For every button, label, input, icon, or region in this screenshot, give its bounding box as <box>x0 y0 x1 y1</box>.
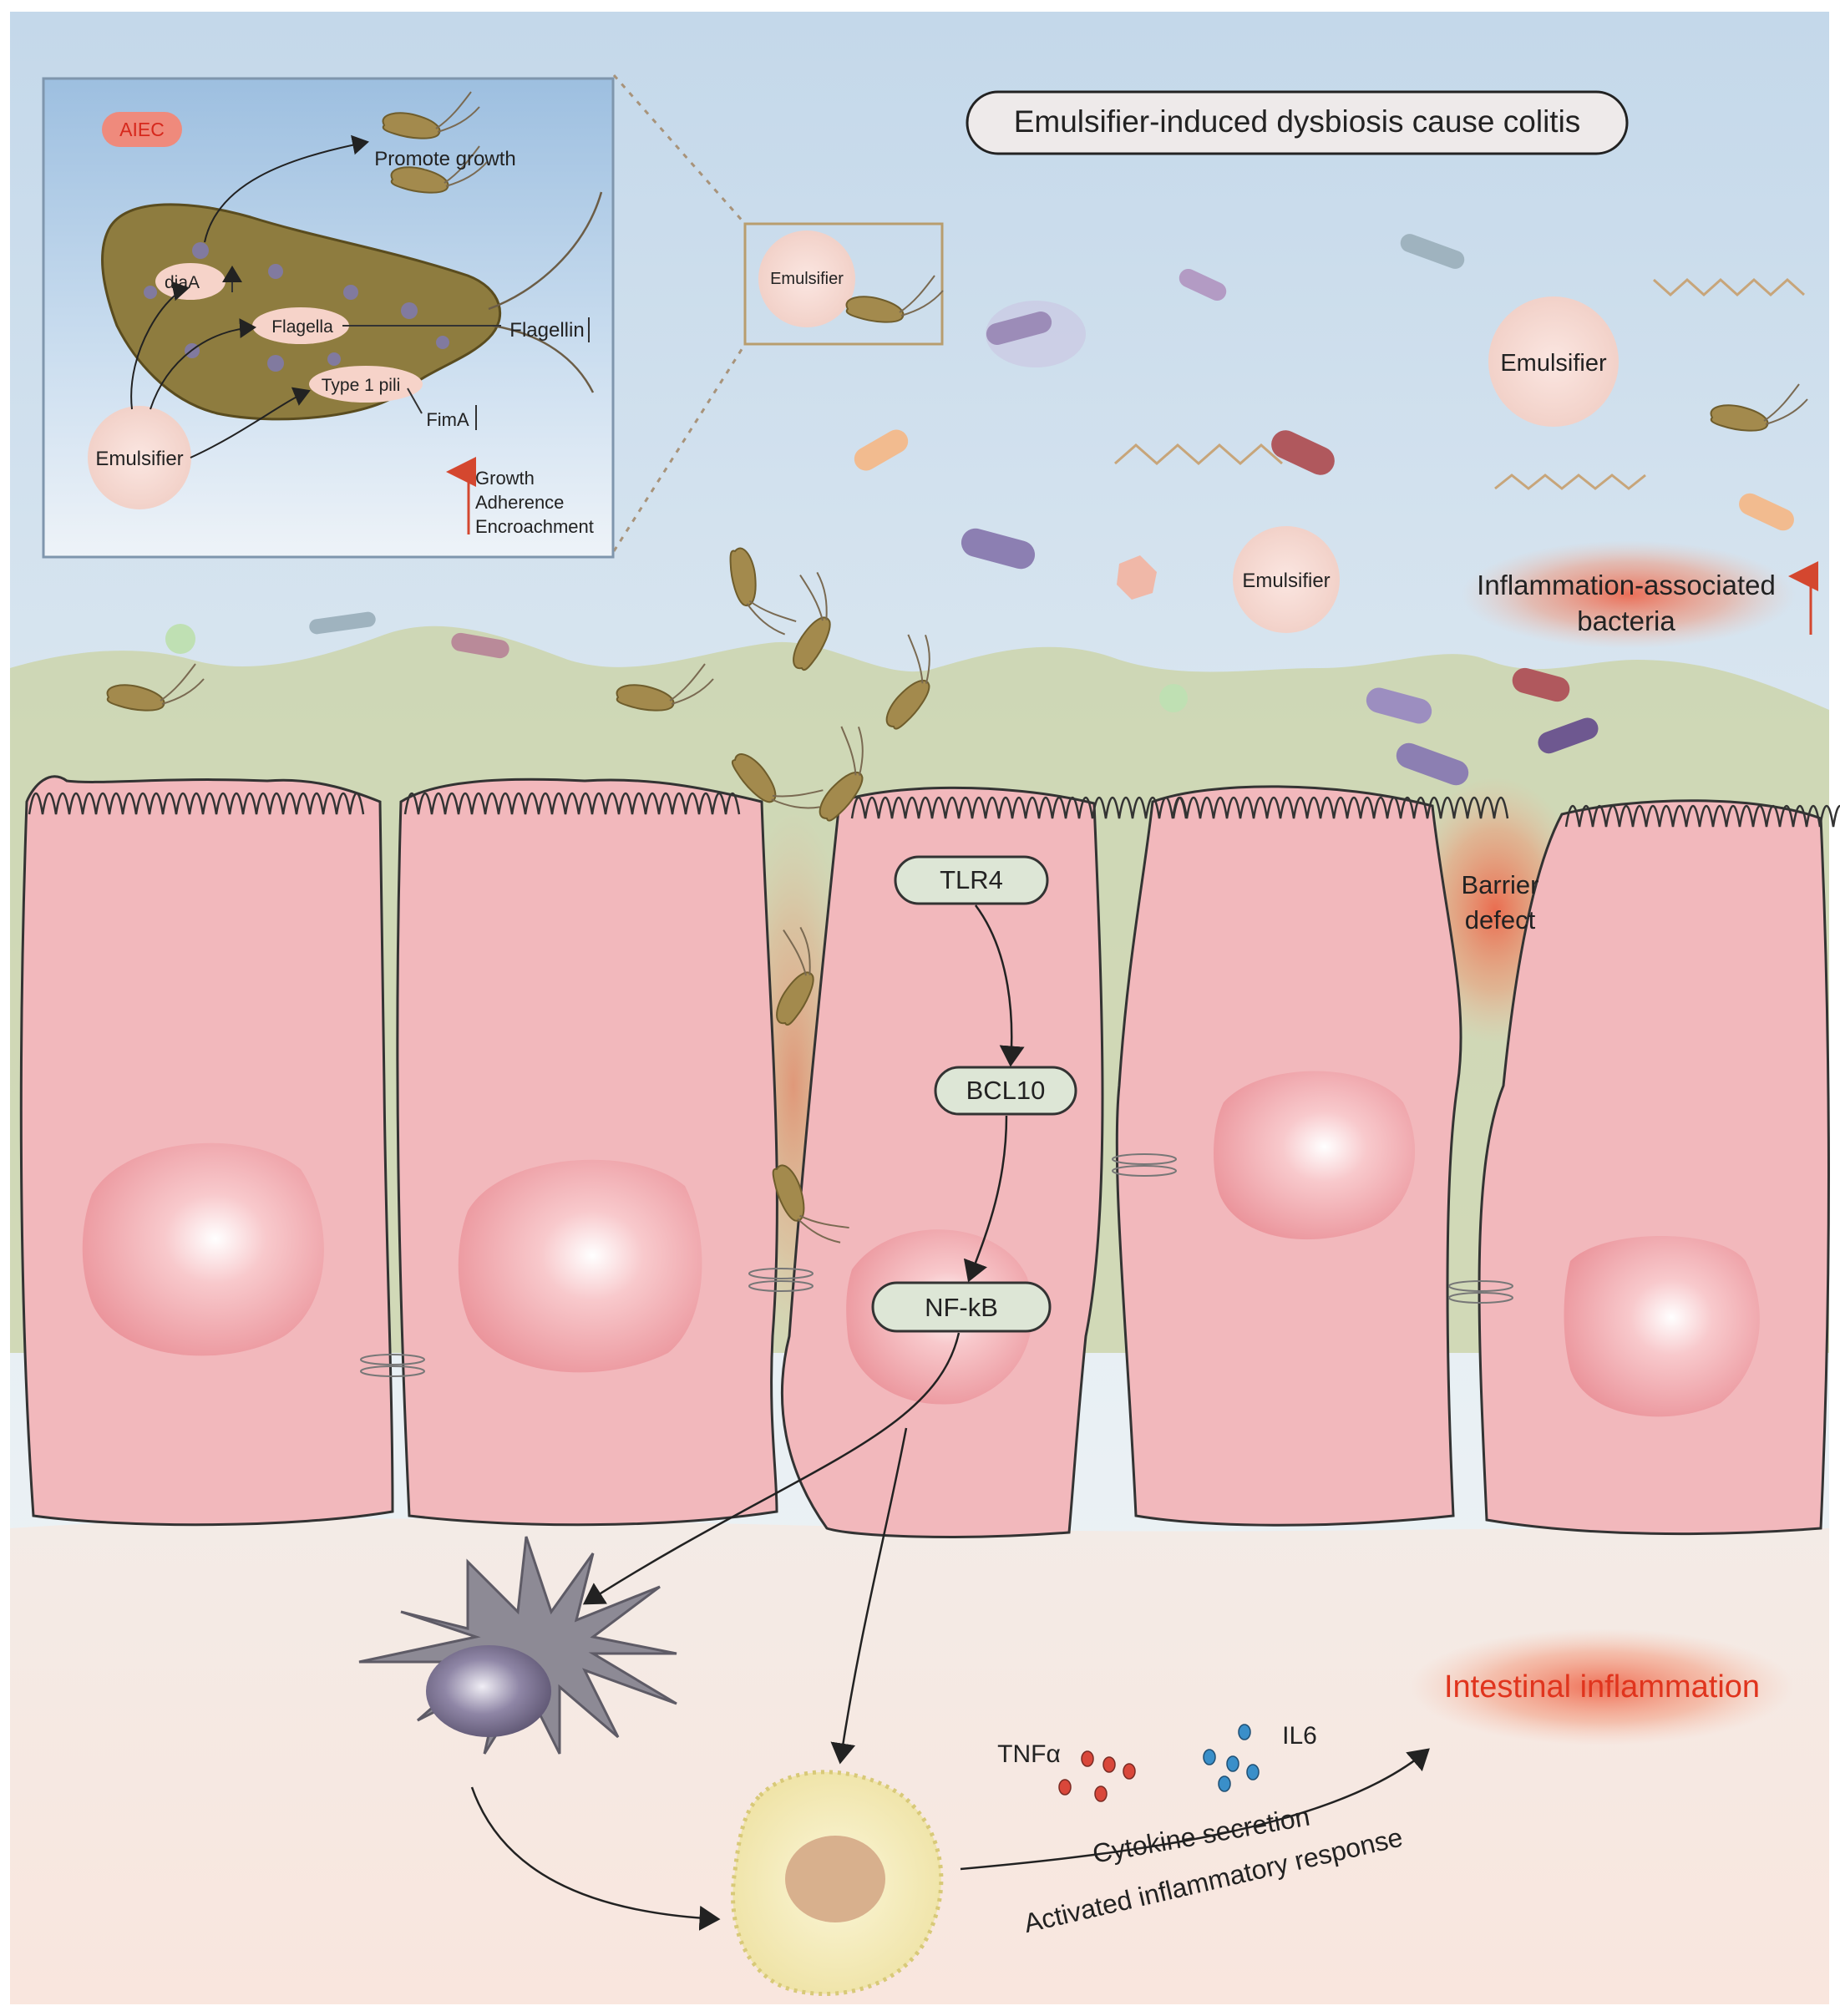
promote-growth-label: Promote growth <box>374 148 515 170</box>
lumen-emulsifier-mid-label: Emulsifier <box>1242 570 1330 592</box>
title-box <box>966 90 1629 155</box>
bcl10-label: BCL10 <box>966 1076 1046 1105</box>
inset-emulsifier-label: Emulsifier <box>95 448 183 470</box>
il6-label: IL6 <box>1282 1722 1317 1750</box>
zoom-box <box>743 222 944 346</box>
intestinal-inflammation-glow <box>1410 1629 1794 1745</box>
tnf-label: TNFα <box>997 1740 1061 1768</box>
barrier-defect-line1: Barrier <box>1461 870 1538 899</box>
legend-adherence: Adherence <box>475 492 564 513</box>
epithelial-cell-2 <box>396 778 778 1527</box>
dendritic-cell <box>358 1536 677 1755</box>
cytokines: TNFα IL6 <box>997 1722 1317 1802</box>
inflam-bacteria-glow <box>1462 540 1796 649</box>
legend-growth: Growth <box>475 468 535 489</box>
flagella-pill <box>252 307 349 344</box>
tlr4-label: TLR4 <box>940 865 1003 894</box>
response-arrow <box>960 1748 1430 1871</box>
lumen-emulsifier-mid <box>1233 526 1340 633</box>
inflam-bacteria-line1: Inflammation-associated <box>1477 570 1776 600</box>
nfkb-label: NF-kB <box>925 1293 998 1322</box>
inflam-bacteria-line2: bacteria <box>1577 605 1675 636</box>
tlr4-node <box>894 855 1049 905</box>
bcl10-node <box>934 1066 1077 1116</box>
intestinal-inflammation-label: Intestinal inflammation <box>1444 1669 1760 1704</box>
nfkb-node <box>871 1281 1052 1333</box>
fimA-label: FimA <box>426 409 469 430</box>
lumen-emulsifier-right-label: Emulsifier <box>1500 350 1607 377</box>
aiec-badge <box>102 112 182 147</box>
inset-emulsifier-particle <box>88 406 191 509</box>
dc-to-tcell-arrow <box>470 1786 721 1931</box>
lumen-microbes <box>106 234 1808 1259</box>
nucleus-1 <box>82 1142 324 1356</box>
nucleus-5 <box>1564 1236 1760 1417</box>
aiec-badge-label: AIEC <box>119 119 165 140</box>
zoom-emulsifier-particle <box>758 230 855 327</box>
signaling-pathway: TLR4 BCL10 NF-kB <box>582 855 1077 1765</box>
lumen-emulsifier-right <box>1488 296 1619 427</box>
nucleus-2 <box>458 1159 702 1373</box>
aiec-inset: AIEC Promote growth diaA Flagella Type 1… <box>42 74 747 559</box>
nucleus-4 <box>1214 1071 1416 1240</box>
flagella-label: Flagella <box>271 317 333 337</box>
epithelial-cells <box>19 775 1840 1538</box>
legend-encroachment: Encroachment <box>475 516 594 537</box>
type1pili-pill <box>309 366 423 403</box>
flagellin-label: Flagellin <box>509 319 584 342</box>
page-title: Emulsifier-induced dysbiosis cause colit… <box>1014 104 1581 139</box>
barrier-defect-line2: defect <box>1465 905 1536 935</box>
type1pili-label: Type 1 pili <box>322 376 401 395</box>
zoom-emulsifier-label: Emulsifier <box>770 270 844 288</box>
activated-cell <box>731 1770 944 1996</box>
